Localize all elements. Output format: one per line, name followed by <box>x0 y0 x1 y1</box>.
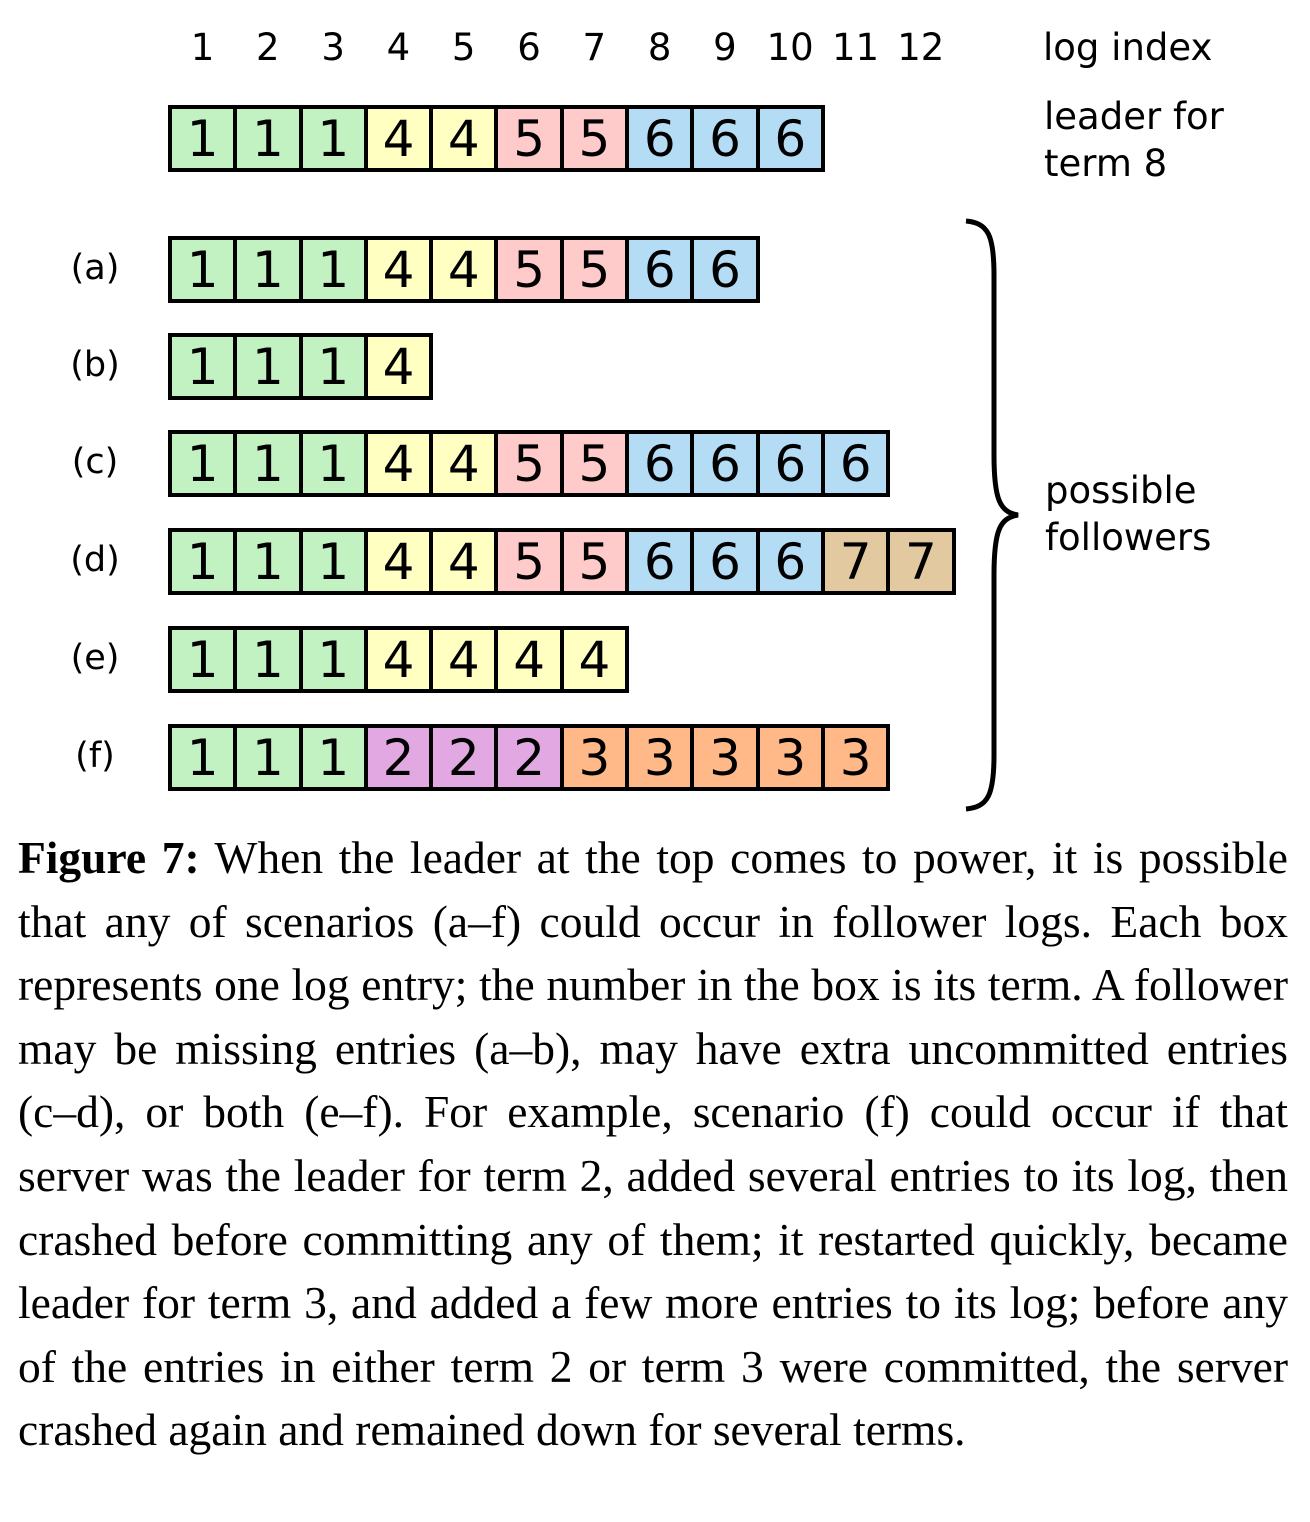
log-entry-term-6: 6 <box>759 109 821 168</box>
log-entry-term-1: 1 <box>237 630 299 689</box>
log-entry-term-1: 1 <box>172 109 234 168</box>
log-entry-term-3: 3 <box>694 728 756 787</box>
caption-text: When the leader at the top comes to powe… <box>18 832 1288 1456</box>
log-entry-term-6: 6 <box>694 532 756 591</box>
leader-label-line2: term 8 <box>1044 142 1168 185</box>
log-index-9: 9 <box>713 26 737 69</box>
follower-label: (a) <box>70 248 120 288</box>
log-entry-term-6: 6 <box>824 434 887 493</box>
log-entry-term-4: 4 <box>433 434 495 493</box>
follower-label: (e) <box>70 638 120 678</box>
log-entry-term-5: 5 <box>498 434 560 493</box>
log-entry-term-6: 6 <box>759 532 821 591</box>
log-index-label: log index <box>1043 26 1213 69</box>
log-index-4: 4 <box>386 26 411 69</box>
log-entry-term-4: 4 <box>433 109 495 168</box>
leader-label-line1: leader for <box>1044 95 1224 138</box>
log-entry-term-4: 4 <box>498 630 560 689</box>
log-entry-term-1: 1 <box>302 109 364 168</box>
log-entry-term-7: 7 <box>890 532 952 591</box>
log-entry-term-1: 1 <box>302 337 364 396</box>
log-index-10: 10 <box>766 26 814 69</box>
log-entry-term-1: 1 <box>302 532 364 591</box>
log-entry-term-5: 5 <box>563 109 626 168</box>
log-index-5: 5 <box>451 26 476 69</box>
log-entry-term-1: 1 <box>172 630 234 689</box>
log-entry-term-7: 7 <box>824 532 887 591</box>
log-entry-term-2: 2 <box>367 728 430 787</box>
log-index-3: 3 <box>321 26 345 69</box>
log-entry-term-1: 1 <box>172 434 234 493</box>
log-entry-term-1: 1 <box>302 434 364 493</box>
log-entry-term-6: 6 <box>629 109 691 168</box>
log-index-8: 8 <box>647 26 672 69</box>
log-entry-term-5: 5 <box>563 434 626 493</box>
log-entry-term-3: 3 <box>824 728 887 787</box>
curly-brace-icon <box>965 218 1019 812</box>
log-entry-term-4: 4 <box>367 240 430 299</box>
log-index-7: 7 <box>582 26 607 69</box>
log-entry-term-3: 3 <box>759 728 821 787</box>
log-entry-term-4: 4 <box>367 434 430 493</box>
log-entry-term-2: 2 <box>433 728 495 787</box>
log-entry-term-2: 2 <box>498 728 560 787</box>
log-entry-term-4: 4 <box>367 109 430 168</box>
log-entry-term-1: 1 <box>172 337 234 396</box>
log-entry-term-6: 6 <box>694 109 756 168</box>
log-entry-term-4: 4 <box>433 240 495 299</box>
log-entry-term-1: 1 <box>237 240 299 299</box>
log-entry-term-6: 6 <box>694 240 756 299</box>
log-entry-term-1: 1 <box>302 240 364 299</box>
log-entry-term-6: 6 <box>694 434 756 493</box>
caption-title: Figure 7: <box>18 832 200 883</box>
log-entry-term-6: 6 <box>759 434 821 493</box>
log-entry-term-4: 4 <box>367 337 430 396</box>
log-entry-term-6: 6 <box>629 434 691 493</box>
follower-label: (d) <box>70 540 120 580</box>
log-entry-term-1: 1 <box>237 337 299 396</box>
log-entry-term-1: 1 <box>237 109 299 168</box>
log-entry-term-4: 4 <box>433 532 495 591</box>
followers-label-line1: possible <box>1045 469 1197 512</box>
follower-label: (f) <box>75 736 115 776</box>
log-entry-term-1: 1 <box>237 434 299 493</box>
log-entry-term-3: 3 <box>563 728 626 787</box>
log-entry-term-6: 6 <box>629 532 691 591</box>
log-entry-term-1: 1 <box>237 728 299 787</box>
figure-caption: Figure 7: When the leader at the top com… <box>18 826 1288 1462</box>
follower-label: (b) <box>70 345 120 385</box>
log-entry-term-1: 1 <box>302 630 364 689</box>
log-entry-term-1: 1 <box>237 532 299 591</box>
log-entry-term-5: 5 <box>498 240 560 299</box>
log-entry-term-4: 4 <box>563 630 626 689</box>
log-entry-term-4: 4 <box>433 630 495 689</box>
log-entry-term-1: 1 <box>172 240 234 299</box>
log-entry-term-4: 4 <box>367 532 430 591</box>
log-entry-term-5: 5 <box>498 109 560 168</box>
followers-label-line2: followers <box>1045 516 1212 559</box>
log-index-12: 12 <box>897 26 945 69</box>
log-entry-term-4: 4 <box>367 630 430 689</box>
log-index-1: 1 <box>190 26 215 69</box>
log-entry-term-3: 3 <box>629 728 691 787</box>
log-index-2: 2 <box>256 26 280 69</box>
log-entry-term-6: 6 <box>629 240 691 299</box>
log-index-6: 6 <box>517 26 541 69</box>
log-index-11: 11 <box>831 26 880 69</box>
log-entry-term-1: 1 <box>172 728 234 787</box>
log-entry-term-5: 5 <box>563 240 626 299</box>
follower-label: (c) <box>71 442 119 482</box>
log-entry-term-5: 5 <box>498 532 560 591</box>
log-entry-term-1: 1 <box>172 532 234 591</box>
log-entry-term-1: 1 <box>302 728 364 787</box>
log-entry-term-5: 5 <box>563 532 626 591</box>
